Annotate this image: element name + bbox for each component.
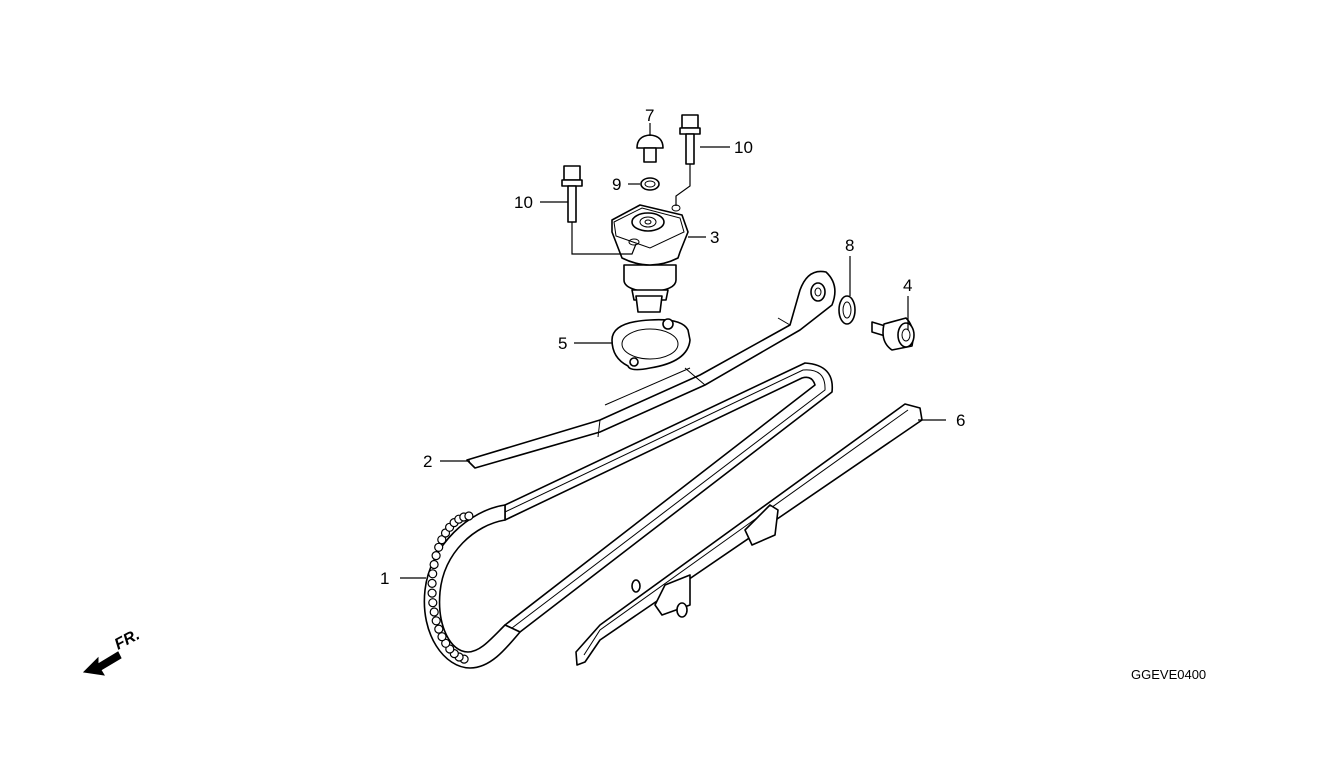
chain-roller (431, 550, 441, 561)
chain-roller (427, 588, 437, 598)
callout-10-left: 10 (514, 193, 533, 212)
sealing-bolt-part[interactable] (636, 134, 664, 163)
o-ring-part[interactable] (640, 177, 660, 191)
cam-chain-part[interactable] (423, 362, 834, 669)
pivot-bolt-part[interactable] (871, 317, 915, 351)
tensioner-slipper-part[interactable] (466, 270, 836, 469)
flange-bolt-right-part[interactable] (679, 114, 701, 165)
leader-lines (400, 123, 946, 579)
callout-8: 8 (845, 236, 854, 255)
flange-bolt-left-part[interactable] (561, 165, 583, 223)
lifter-gasket-part[interactable] (611, 318, 691, 371)
washer-part[interactable] (838, 295, 856, 325)
callout-6: 6 (956, 411, 965, 430)
tensioner-lifter-part[interactable] (611, 204, 689, 313)
callout-5: 5 (558, 334, 567, 353)
callout-4: 4 (903, 276, 912, 295)
drawing-code: GGEVE0400 (1131, 667, 1206, 682)
callout-1: 1 (380, 569, 389, 588)
chain-roller (464, 511, 474, 521)
callout-7: 7 (645, 106, 654, 125)
front-label: FR. (112, 626, 143, 653)
chain-roller (428, 569, 438, 579)
callout-2: 2 (423, 452, 432, 471)
chain-roller (429, 607, 439, 617)
callout-10-right: 10 (734, 138, 753, 157)
callout-9: 9 (612, 175, 621, 194)
chain-roller (434, 542, 444, 552)
chain-roller (431, 616, 441, 626)
guide-slipper-part[interactable] (575, 403, 923, 666)
front-arrow-icon (82, 651, 122, 676)
chain-roller (427, 578, 437, 589)
chain-roller (429, 559, 439, 570)
chain-roller (428, 598, 438, 608)
callout-3: 3 (710, 228, 719, 247)
chain-roller (437, 632, 447, 642)
front-direction-indicator: FR. (82, 626, 143, 676)
chain-roller (434, 624, 444, 634)
